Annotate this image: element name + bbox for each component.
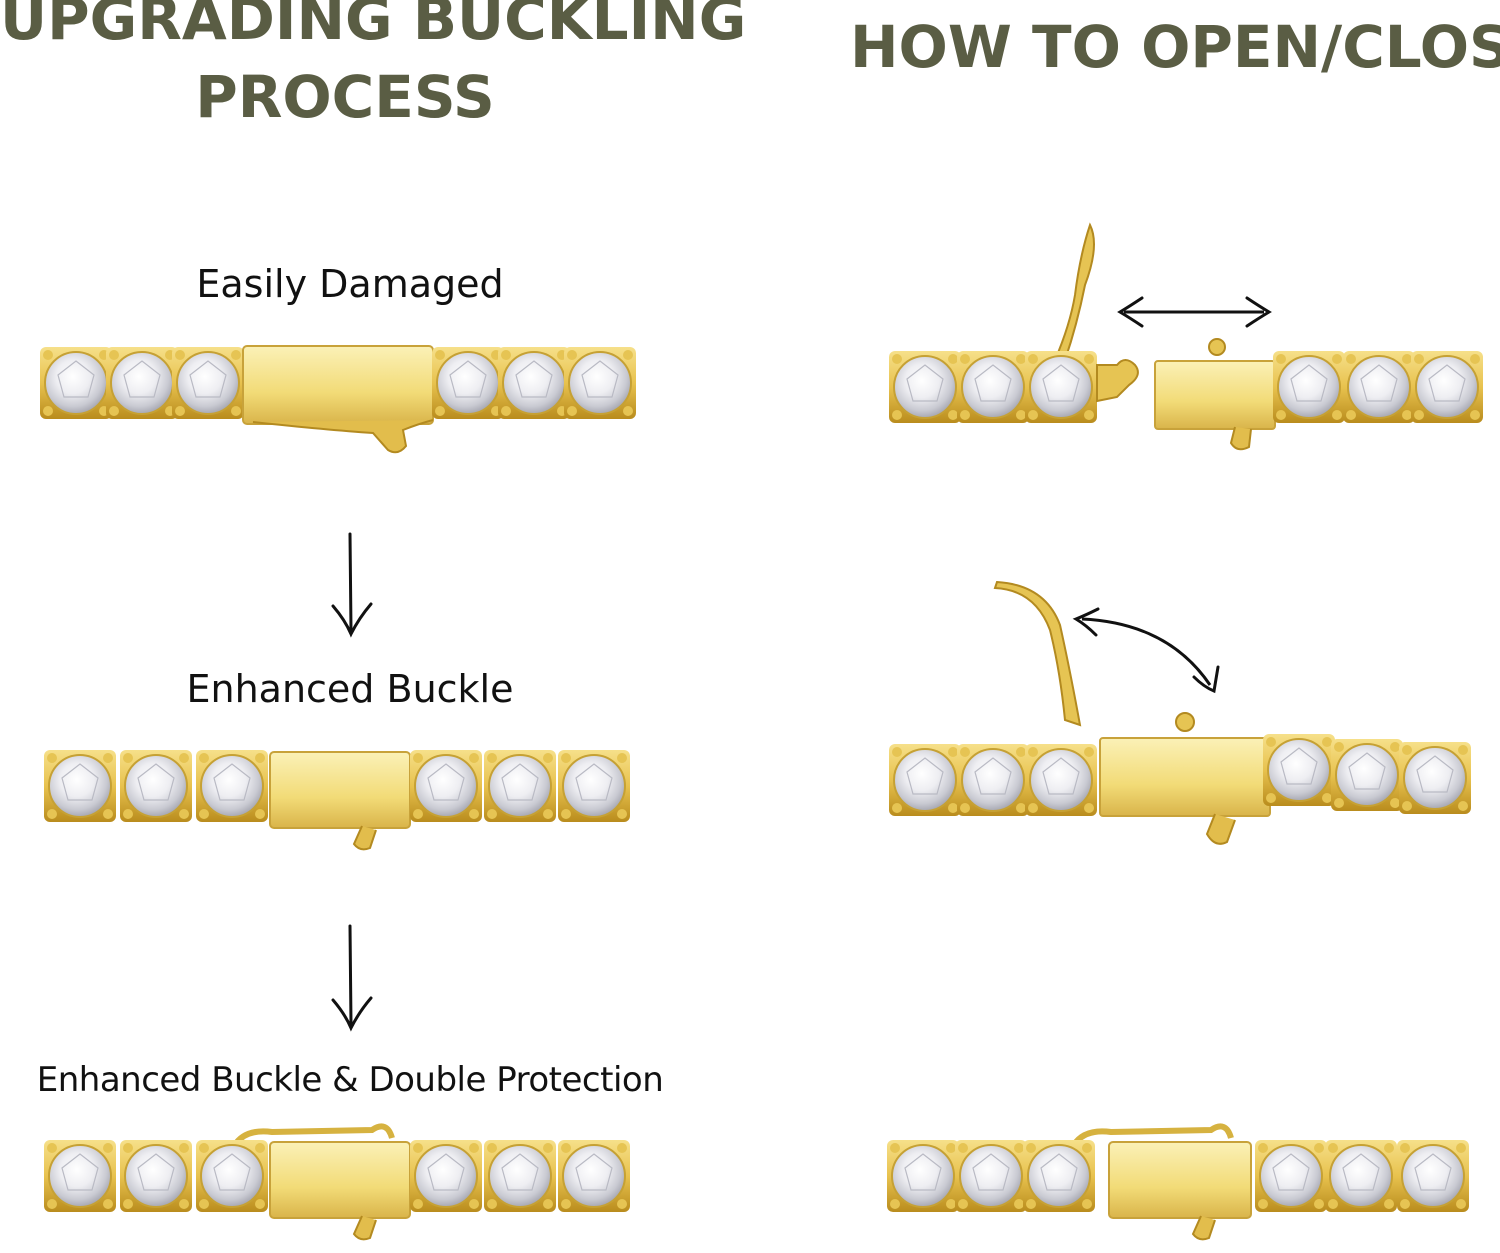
bracelet-lever-open-image: [888, 580, 1472, 845]
right-panel-title: HOW TO OPEN/CLOSE: [850, 13, 1500, 81]
step-label-double-protection: Enhanced Buckle & Double Protection: [36, 1060, 664, 1100]
bracelet-double-protection-image: [43, 1123, 631, 1241]
down-arrow-icon: [331, 532, 373, 638]
bracelet-closed-secured-image: [886, 1123, 1470, 1241]
left-title-line-2: PROCESS: [195, 63, 495, 131]
step-label-enhanced-buckle: Enhanced Buckle: [186, 667, 514, 711]
bracelet-enhanced-buckle-image: [43, 749, 631, 851]
left-title-line-1: UPGRADING BUCKLING: [0, 0, 747, 53]
down-arrow-icon: [331, 924, 373, 1032]
step-label-easily-damaged: Easily Damaged: [196, 262, 504, 306]
curved-double-arrow-icon: [1072, 607, 1220, 694]
bracelet-easily-damaged-image: [39, 345, 637, 454]
double-arrow-icon: [1117, 296, 1272, 328]
bracelet-open-separated-image: [888, 222, 1484, 451]
left-panel-title: UPGRADING BUCKLING PROCESS: [0, 0, 747, 146]
